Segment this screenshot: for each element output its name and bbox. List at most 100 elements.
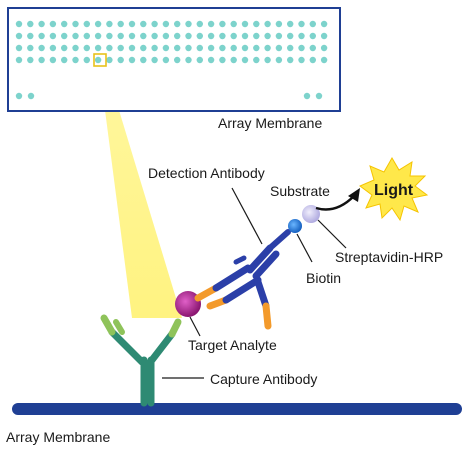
array-spot	[230, 20, 237, 28]
array-spot	[27, 32, 34, 40]
array-control-spot	[315, 92, 323, 100]
array-spot	[83, 32, 91, 40]
detection-antibody-label: Detection Antibody	[148, 165, 265, 181]
array-spot	[230, 56, 237, 64]
detection-antibody	[194, 229, 291, 330]
array-spot	[60, 44, 68, 52]
array-spot	[174, 20, 181, 28]
array-spot	[185, 20, 192, 28]
array-spot	[309, 56, 316, 64]
array-spot	[219, 32, 226, 40]
light-burst-icon	[359, 157, 429, 222]
array-spot	[264, 20, 271, 28]
array-spot	[207, 20, 215, 28]
array-spot	[230, 32, 237, 40]
array-spot	[72, 32, 79, 40]
array-spot	[15, 44, 23, 52]
array-spot	[185, 32, 192, 40]
array-spot	[241, 44, 249, 52]
array-spot	[151, 56, 158, 64]
array-spot	[49, 44, 57, 52]
array-spot	[128, 32, 136, 40]
array-spot	[196, 44, 203, 52]
array-spot	[174, 32, 181, 40]
array-spot	[287, 32, 294, 40]
substrate-label: Substrate	[270, 183, 330, 199]
array-spot	[219, 20, 226, 28]
array-spot	[298, 44, 305, 52]
array-spot	[83, 44, 91, 52]
biotin-label: Biotin	[306, 270, 341, 286]
array-membrane-bottom-label: Array Membrane	[6, 429, 110, 445]
array-spot	[38, 20, 45, 28]
biotin	[288, 219, 302, 233]
array-spot	[83, 56, 91, 64]
array-spot	[162, 32, 170, 40]
array-spot	[253, 32, 260, 40]
array-spot	[83, 20, 91, 28]
array-spot	[241, 32, 249, 40]
array-spot	[253, 20, 260, 28]
substrate-arrowhead	[348, 188, 360, 202]
array-spot	[72, 20, 79, 28]
array-membrane-top-label: Array Membrane	[218, 115, 322, 131]
array-spot	[49, 20, 57, 28]
array-membrane-bar	[12, 403, 462, 415]
array-spot	[128, 56, 136, 64]
array-spot	[320, 32, 328, 40]
array-spot	[94, 44, 102, 52]
array-spot	[38, 44, 45, 52]
array-spot	[60, 56, 68, 64]
array-spot	[38, 32, 45, 40]
array-spot	[207, 32, 215, 40]
array-spot	[264, 44, 271, 52]
array-spot	[174, 56, 181, 64]
array-spot	[253, 56, 260, 64]
array-spot	[320, 44, 328, 52]
array-spot	[128, 20, 136, 28]
target-analyte	[175, 291, 201, 317]
array-spot	[117, 32, 124, 40]
array-spot	[275, 32, 283, 40]
array-spot	[298, 20, 305, 28]
array-control-spot	[27, 92, 35, 100]
target-analyte-label: Target Analyte	[188, 337, 277, 353]
capture-antibody	[100, 314, 182, 407]
array-spot	[151, 32, 158, 40]
array-spot	[140, 56, 147, 64]
array-spot	[185, 44, 192, 52]
array-spot	[27, 44, 34, 52]
array-spot	[106, 44, 113, 52]
array-dot-grid	[15, 20, 328, 100]
array-spot	[72, 44, 79, 52]
array-spot	[253, 44, 260, 52]
array-spot	[38, 56, 45, 64]
array-spot	[15, 32, 23, 40]
highlighted-spot-box	[93, 53, 107, 67]
array-spot	[309, 44, 316, 52]
array-spot	[320, 56, 328, 64]
array-spot	[117, 20, 124, 28]
streptavidin-hrp-pointer	[317, 219, 347, 249]
streptavidin-hrp-label: Streptavidin-HRP	[335, 249, 443, 265]
array-spot	[94, 20, 102, 28]
array-spot	[309, 20, 316, 28]
substrate-arrow	[315, 195, 355, 211]
array-spot	[264, 32, 271, 40]
array-spot	[27, 56, 34, 64]
array-spot	[219, 56, 226, 64]
array-spot	[117, 44, 124, 52]
array-spot	[219, 44, 226, 52]
array-spot	[174, 44, 181, 52]
array-spot	[140, 44, 147, 52]
array-spot	[128, 44, 136, 52]
array-spot	[49, 32, 57, 40]
array-spot	[140, 20, 147, 28]
array-spot	[196, 56, 203, 64]
array-spot	[15, 56, 23, 64]
array-spot	[309, 32, 316, 40]
target-analyte-pointer	[189, 316, 201, 337]
array-spot	[27, 20, 34, 28]
array-spot	[241, 56, 249, 64]
